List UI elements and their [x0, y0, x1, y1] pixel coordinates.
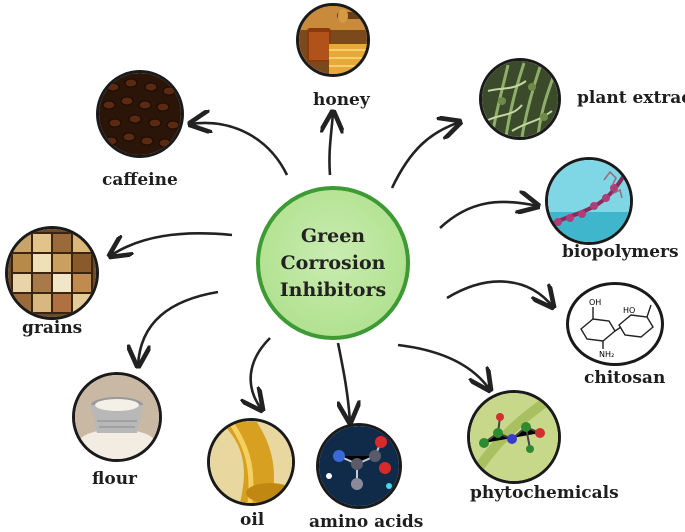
honey-image — [299, 6, 367, 74]
phytochemicals-node — [467, 390, 561, 484]
arrow-caffeine — [190, 123, 289, 176]
caffeine-node — [96, 70, 184, 158]
caffeine-label: caffeine — [102, 170, 178, 190]
grains-label: grains — [22, 318, 83, 338]
arrow-oil — [251, 337, 271, 410]
oil-image — [210, 421, 292, 503]
oil-node — [207, 418, 295, 506]
chitosan-structure-image: OH NH₂ HO — [580, 298, 654, 359]
biopolymers-node — [545, 157, 633, 245]
chitosan-oh-text: OH — [589, 298, 601, 307]
center-line-1: Green — [300, 224, 366, 247]
arrow-biopolymers — [439, 202, 538, 229]
grains-node — [5, 226, 99, 320]
arrow-plant-extract — [390, 122, 460, 189]
honey-node — [296, 3, 370, 77]
chitosan-node: OH NH₂ HO — [566, 282, 664, 366]
phytochemicals-image — [470, 393, 558, 481]
chitosan-nh2-text: NH₂ — [599, 350, 614, 359]
biopolymers-label: biopolymers — [562, 242, 679, 262]
arrow-amino-acids — [336, 342, 350, 422]
arrow-flour — [138, 290, 219, 366]
arrow-grains — [110, 232, 233, 256]
arrow-phytochemicals — [397, 343, 490, 390]
flour-node — [72, 372, 162, 462]
center-line-3: Inhibitors — [279, 278, 387, 301]
caffeine-image — [99, 73, 181, 155]
flour-image — [75, 375, 159, 459]
amino-acids-node — [316, 423, 402, 509]
center-line-2: Corrosion — [280, 251, 386, 274]
chitosan-label: chitosan — [584, 368, 666, 388]
honey-label: honey — [313, 90, 370, 110]
plant-extract-node — [479, 58, 561, 140]
amino-acids-label: amino acids — [309, 512, 424, 532]
amino-acids-image — [319, 426, 399, 506]
biopolymers-image — [548, 160, 630, 242]
oil-label: oil — [240, 510, 265, 530]
plant-extract-image — [482, 61, 558, 137]
grains-image — [8, 229, 96, 317]
center-hub: Green Corrosion Inhibitors — [256, 186, 410, 340]
plant-extract-label: plant extract — [577, 88, 685, 108]
flour-label: flour — [92, 469, 138, 489]
arrow-honey — [329, 112, 333, 176]
chitosan-ho-text: HO — [623, 306, 635, 315]
phytochemicals-label: phytochemicals — [470, 483, 619, 503]
arrow-chitosan — [446, 280, 553, 307]
